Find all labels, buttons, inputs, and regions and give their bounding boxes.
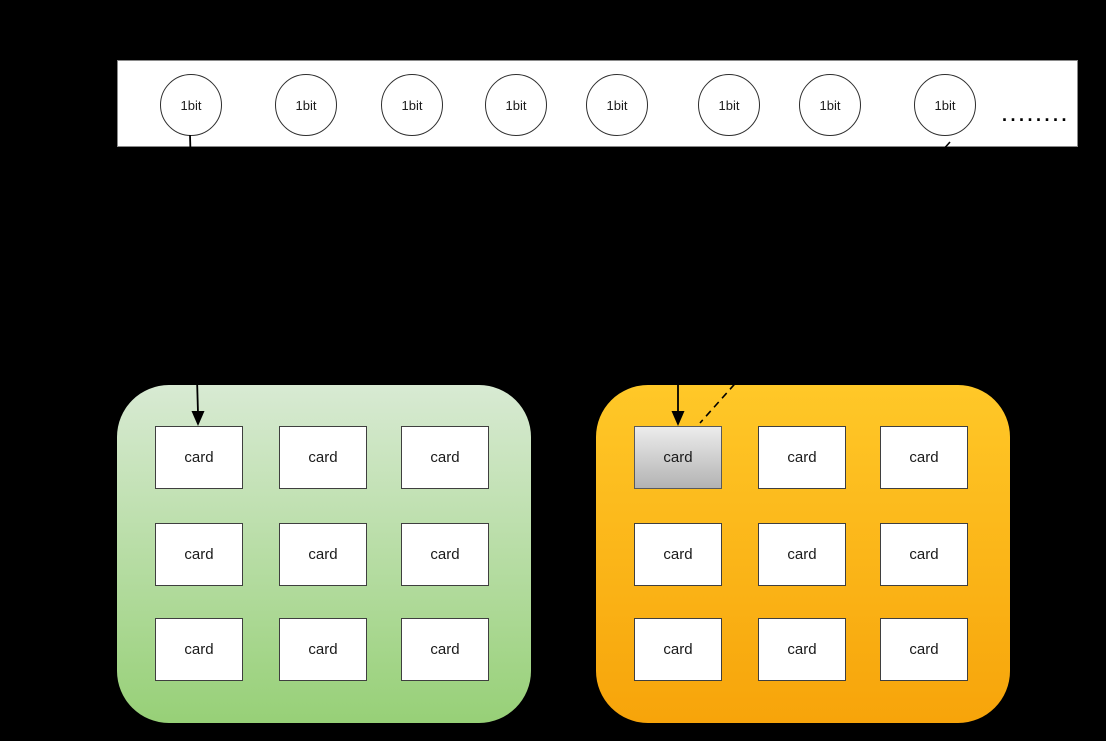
- card-label: card: [663, 641, 693, 658]
- bit-circle: 1bit: [914, 74, 976, 136]
- card-box: card: [155, 523, 243, 586]
- bit-circle: 1bit: [698, 74, 760, 136]
- card-label: card: [430, 449, 460, 466]
- card-box: card: [880, 426, 968, 489]
- card-box: card: [758, 426, 846, 489]
- card-box: card: [155, 426, 243, 489]
- card-label: card: [184, 641, 214, 658]
- card-label: card: [184, 449, 214, 466]
- bit-circle: 1bit: [160, 74, 222, 136]
- card-label: card: [787, 449, 817, 466]
- card-box: card: [401, 523, 489, 586]
- card-label: card: [308, 449, 338, 466]
- card-label: card: [430, 641, 460, 658]
- card-box: card: [758, 523, 846, 586]
- card-label: card: [430, 546, 460, 563]
- card-box: card: [401, 618, 489, 681]
- card-box: card: [401, 426, 489, 489]
- arrow-line-bit-to-green-card: [189, 134, 199, 414]
- card-label: card: [787, 546, 817, 563]
- card-label: card: [308, 546, 338, 563]
- dashed-connector-line: [699, 141, 951, 424]
- card-box: card: [758, 618, 846, 681]
- bit-label: 1bit: [180, 97, 202, 113]
- bit-circle: 1bit: [799, 74, 861, 136]
- card-box: card: [880, 523, 968, 586]
- card-box: card: [155, 618, 243, 681]
- card-label: card: [184, 546, 214, 563]
- bit-label: 1bit: [505, 97, 527, 113]
- card-label: card: [909, 546, 939, 563]
- bit-label: 1bit: [718, 97, 740, 113]
- bit-circle: 1bit: [586, 74, 648, 136]
- card-box: card: [279, 523, 367, 586]
- continuation-dots: ........: [1002, 105, 1071, 125]
- bit-label: 1bit: [934, 97, 956, 113]
- green-grid-panel: card card card card card card card card …: [117, 385, 531, 723]
- card-label: card: [663, 546, 693, 563]
- card-label: card: [787, 641, 817, 658]
- bit-circle: 1bit: [275, 74, 337, 136]
- bit-circle: 1bit: [485, 74, 547, 136]
- bit-label: 1bit: [295, 97, 317, 113]
- card-label: card: [663, 449, 693, 466]
- orange-grid-panel: card card card card card card card card …: [596, 385, 1010, 723]
- card-label: card: [909, 449, 939, 466]
- card-label: card: [909, 641, 939, 658]
- highlighted-card-box: card: [634, 426, 722, 489]
- card-box: card: [279, 618, 367, 681]
- card-box: card: [880, 618, 968, 681]
- card-label: card: [308, 641, 338, 658]
- bit-strip: 1bit 1bit 1bit 1bit 1bit 1bit 1bit 1bit …: [117, 60, 1078, 147]
- card-box: card: [634, 523, 722, 586]
- bit-circle: 1bit: [381, 74, 443, 136]
- bit-label: 1bit: [819, 97, 841, 113]
- card-box: card: [279, 426, 367, 489]
- bit-label: 1bit: [606, 97, 628, 113]
- bit-label: 1bit: [401, 97, 423, 113]
- card-box: card: [634, 618, 722, 681]
